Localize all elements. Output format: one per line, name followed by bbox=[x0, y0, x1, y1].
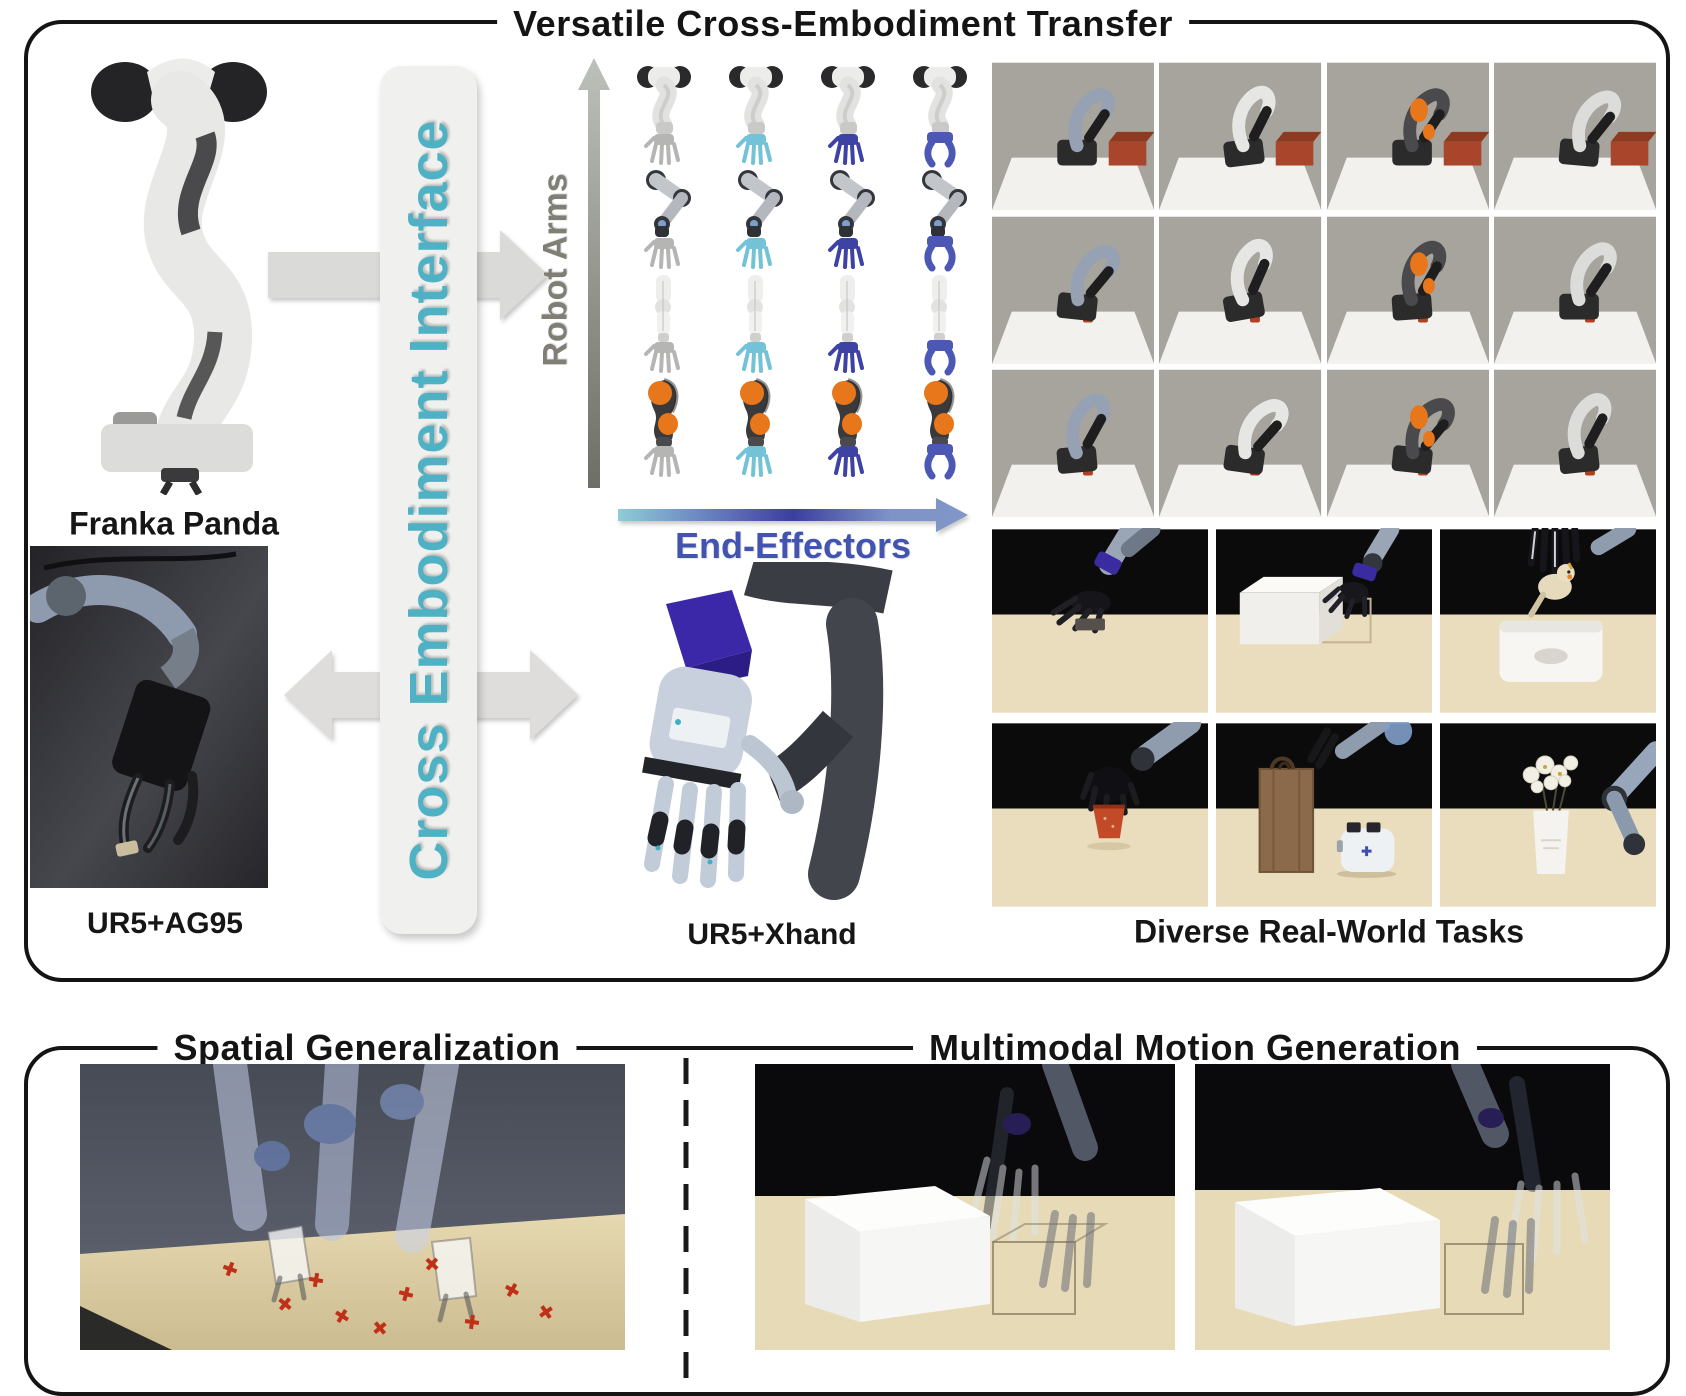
real-task-cell bbox=[992, 722, 1208, 907]
sim-cell bbox=[1159, 216, 1321, 365]
multimodal-photo-1 bbox=[755, 1064, 1175, 1350]
matrix-cell bbox=[802, 64, 894, 168]
matrix-cell bbox=[710, 64, 802, 168]
sim-cell bbox=[992, 216, 1154, 365]
ur5-ag95-label: UR5+AG95 bbox=[87, 907, 243, 940]
dashed-divider bbox=[683, 1058, 689, 1384]
sim-cell bbox=[1327, 216, 1489, 365]
robot-arms-axis-label: Robot Arms bbox=[536, 173, 575, 367]
matrix-cell bbox=[894, 168, 986, 272]
matrix-cell bbox=[894, 272, 986, 376]
sim-cell bbox=[1494, 216, 1656, 365]
matrix-cell bbox=[894, 376, 986, 480]
real-task-cell bbox=[1440, 528, 1656, 713]
sim-cell bbox=[1494, 62, 1656, 211]
sim-cell bbox=[1327, 369, 1489, 518]
real-task-grid bbox=[992, 528, 1656, 908]
ur5-xhand-photo bbox=[600, 562, 895, 912]
matrix-cell bbox=[618, 376, 710, 480]
robot-arms-axis-arrow-icon bbox=[578, 58, 610, 488]
matrix-cell bbox=[618, 64, 710, 168]
matrix-cell bbox=[710, 376, 802, 480]
franka-panda-label: Franka Panda bbox=[69, 505, 279, 542]
matrix-cell bbox=[710, 168, 802, 272]
end-effectors-axis-label: End-Effectors bbox=[674, 525, 912, 566]
sim-cell bbox=[1159, 62, 1321, 211]
sim-cell bbox=[1159, 369, 1321, 518]
matrix-cell bbox=[802, 272, 894, 376]
matrix-cell bbox=[802, 376, 894, 480]
robot-matrix bbox=[618, 64, 986, 480]
sim-grid bbox=[992, 62, 1656, 518]
real-task-cell bbox=[1440, 723, 1656, 907]
matrix-cell bbox=[710, 272, 802, 376]
end-effectors-axis-arrow-icon bbox=[618, 498, 968, 532]
matrix-cell bbox=[894, 64, 986, 168]
matrix-cell bbox=[802, 168, 894, 272]
multimodal-motion-title: Multimodal Motion Generation bbox=[913, 1027, 1477, 1069]
spatial-generalization-title: Spatial Generalization bbox=[157, 1027, 577, 1069]
banner-label: Cross Embodiment Interface bbox=[399, 119, 459, 881]
top-panel-title: Versatile Cross-Embodiment Transfer bbox=[497, 3, 1189, 45]
diverse-tasks-label: Diverse Real-World Tasks bbox=[1133, 913, 1525, 950]
sim-cell bbox=[1494, 369, 1656, 518]
real-task-cell bbox=[1216, 528, 1432, 713]
real-task-cell bbox=[1216, 722, 1432, 907]
matrix-cell bbox=[618, 272, 710, 376]
sim-cell bbox=[1327, 62, 1489, 211]
ur5-ag95-photo bbox=[30, 546, 268, 888]
sim-cell bbox=[992, 62, 1154, 211]
real-task-cell bbox=[992, 528, 1208, 713]
spatial-generalization-photo bbox=[80, 1064, 625, 1350]
matrix-cell bbox=[618, 168, 710, 272]
cross-embodiment-banner bbox=[380, 66, 477, 934]
multimodal-photo-2 bbox=[1195, 1064, 1610, 1350]
ur5-xhand-label: UR5+Xhand bbox=[687, 918, 857, 951]
franka-panda-photo bbox=[55, 40, 290, 495]
sim-cell bbox=[992, 369, 1154, 518]
